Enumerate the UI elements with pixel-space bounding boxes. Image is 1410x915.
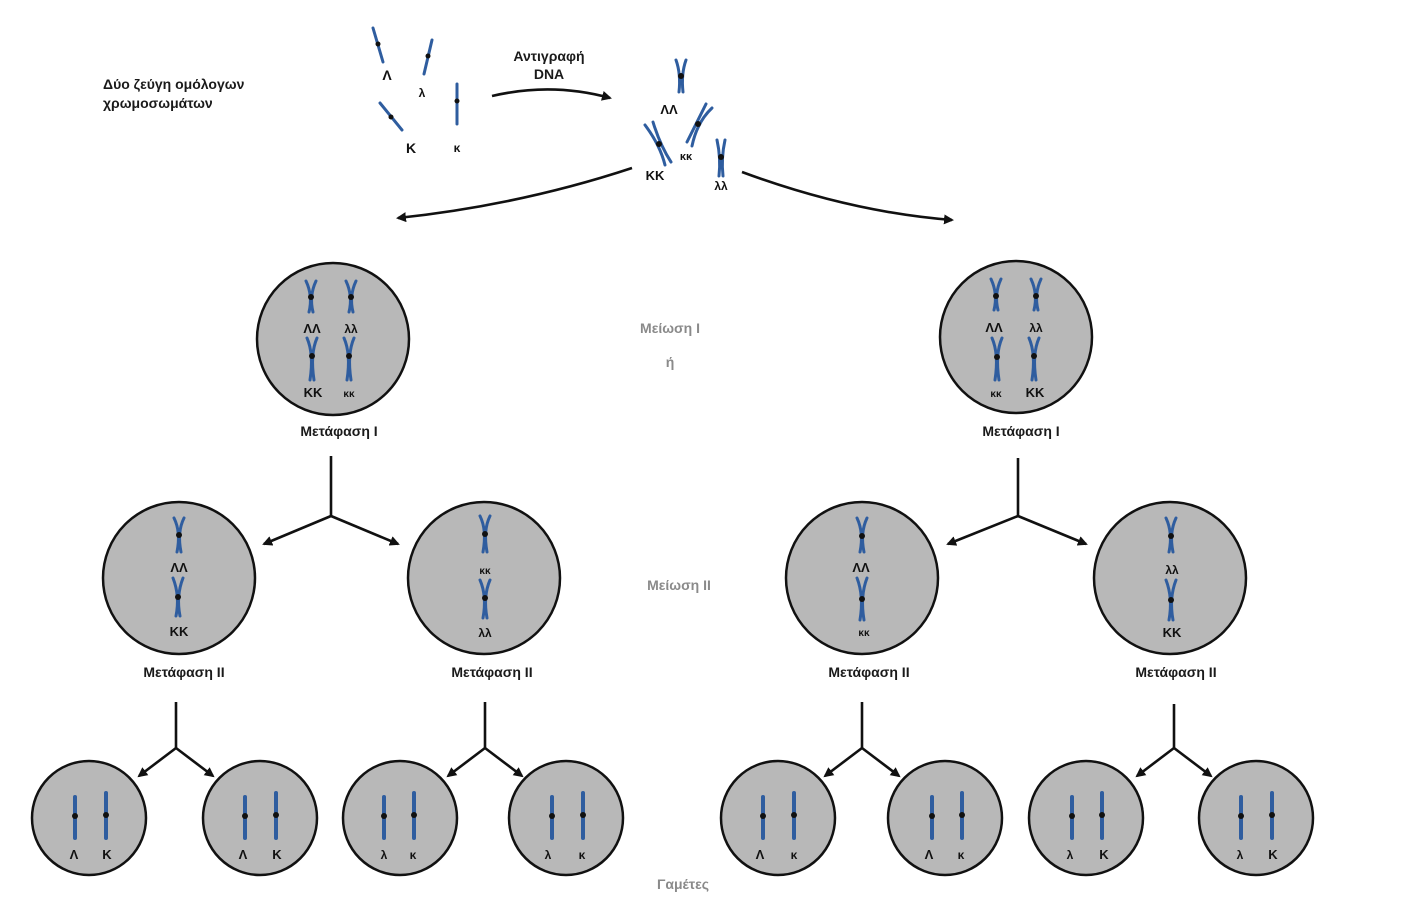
m2-3-kk: κκ — [858, 628, 870, 639]
m2-1-KK: ΚΚ — [170, 624, 189, 639]
arrow-to-metaphase1-left — [396, 166, 633, 223]
g2-K: Κ — [272, 847, 282, 862]
gamete-2 — [201, 759, 319, 877]
gamete-5 — [719, 759, 837, 877]
g4-l: λ — [545, 848, 552, 862]
metaphase1-cell-left — [255, 261, 411, 417]
m1r-LL: ΛΛ — [985, 320, 1003, 335]
homologous-pairs-label-2: χρωμοσωμάτων — [103, 95, 213, 111]
replicated-chromosomes — [643, 58, 727, 178]
metaphase1-cell-right — [938, 259, 1094, 415]
or-label: ή — [666, 354, 675, 370]
g5-k: κ — [791, 848, 798, 862]
g2-L: Λ — [239, 847, 248, 862]
m2-3-LL: ΛΛ — [852, 560, 870, 575]
m1l-kk: κκ — [343, 389, 355, 400]
gamete-6 — [886, 759, 1004, 877]
gamete-7 — [1027, 759, 1145, 877]
allele-l: λ — [419, 86, 426, 100]
replication-arrow — [491, 88, 612, 101]
meiosis1-label: Μείωση Ι — [640, 320, 700, 336]
metaphase2-label-2: Μετάφαση ΙΙ — [451, 664, 532, 680]
metaphase2-cell-4 — [1092, 500, 1248, 656]
g4-k: κ — [579, 848, 586, 862]
split-gametes-1 — [137, 702, 215, 778]
meiosis2-label: Μείωση ΙΙ — [647, 577, 711, 593]
gamete-4 — [507, 759, 625, 877]
allele-kk-top: κκ — [680, 151, 693, 163]
allele-K: Κ — [406, 140, 416, 156]
m1r-KK: ΚΚ — [1026, 385, 1045, 400]
g6-L: Λ — [925, 847, 934, 862]
m1r-ll: λλ — [1029, 321, 1043, 335]
m1l-ll: λλ — [344, 322, 358, 336]
g8-l: λ — [1237, 848, 1244, 862]
metaphase1-label-right: Μετάφαση Ι — [982, 423, 1059, 439]
split-gametes-2 — [446, 702, 524, 778]
metaphase2-cell-1 — [101, 500, 257, 656]
homologous-pairs-label-1: Δύο ζεύγη ομόλογων — [103, 76, 245, 92]
allele-LL-top: ΛΛ — [660, 102, 678, 117]
unreplicated-chromosomes — [371, 26, 460, 132]
m1l-LL: ΛΛ — [303, 321, 321, 336]
g7-l: λ — [1067, 848, 1074, 862]
g8-K: Κ — [1268, 847, 1278, 862]
metaphase2-cell-3 — [784, 500, 940, 656]
allele-ll-top: λλ — [714, 179, 728, 193]
m2-2-ll: λλ — [478, 626, 492, 640]
g3-k: κ — [410, 848, 417, 862]
m2-4-ll: λλ — [1165, 563, 1179, 577]
gamete-1 — [30, 759, 148, 877]
split-left — [262, 456, 400, 546]
m1l-KK: ΚΚ — [304, 385, 323, 400]
split-gametes-3 — [823, 702, 901, 778]
m2-1-LL: ΛΛ — [170, 560, 188, 575]
g1-K: Κ — [102, 847, 112, 862]
allele-L: Λ — [382, 67, 392, 83]
g5-L: Λ — [756, 847, 765, 862]
g7-K: Κ — [1099, 847, 1109, 862]
split-gametes-4 — [1135, 704, 1213, 778]
metaphase2-label-1: Μετάφαση ΙΙ — [143, 664, 224, 680]
split-right — [946, 458, 1088, 546]
g3-l: λ — [381, 848, 388, 862]
m2-4-KK: ΚΚ — [1163, 625, 1182, 640]
gamete-8 — [1197, 759, 1315, 877]
m1r-kk: κκ — [990, 389, 1002, 400]
metaphase2-cell-2 — [406, 500, 562, 656]
dna-replication-label-2: DNA — [534, 66, 564, 82]
metaphase2-label-3: Μετάφαση ΙΙ — [828, 664, 909, 680]
metaphase1-label-left: Μετάφαση Ι — [300, 423, 377, 439]
g6-k: κ — [958, 848, 965, 862]
gamete-3 — [341, 759, 459, 877]
allele-k: κ — [454, 141, 461, 155]
m2-2-kk: κκ — [479, 566, 491, 577]
allele-KK-top: ΚΚ — [646, 168, 665, 183]
arrow-to-metaphase1-right — [741, 170, 954, 225]
dna-replication-label-1: Αντιγραφή — [513, 48, 584, 64]
metaphase2-label-4: Μετάφαση ΙΙ — [1135, 664, 1216, 680]
g1-L: Λ — [70, 847, 79, 862]
gametes-label: Γαμέτες — [657, 876, 709, 892]
